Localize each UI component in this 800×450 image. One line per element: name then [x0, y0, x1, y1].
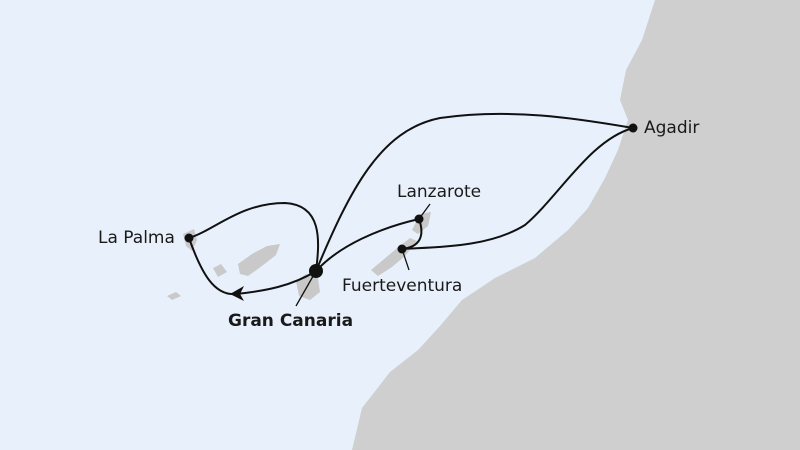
island-la-gomera [213, 264, 227, 277]
port-marker-la-palma [184, 233, 194, 243]
route-leg-gran-canaria-to-agadir [315, 112, 634, 272]
route-end-arrow-icon [230, 286, 244, 301]
port-marker-gran-canaria [309, 264, 323, 278]
route-leg-lanzarote-to-gran-canaria [315, 218, 420, 272]
label-lanzarote: Lanzarote [397, 182, 482, 202]
label-gran-canaria: Gran Canaria [228, 311, 354, 331]
port-marker-lanzarote [414, 214, 424, 224]
label-fuerteventura: Fuerteventura [342, 276, 463, 296]
port-marker-agadir [628, 123, 638, 133]
island-gran-canaria [296, 274, 320, 300]
african-mainland [352, 0, 800, 450]
route-leg-gran-canaria-to-la-palma [188, 201, 320, 272]
label-la-palma: La Palma [98, 228, 175, 248]
port-marker-fuerteventura [397, 244, 407, 254]
island-lanzarote [412, 212, 431, 234]
island-tenerife [238, 244, 280, 276]
route-leg-agadir-to-fuerteventura [401, 127, 634, 250]
label-agadir: Agadir [644, 118, 700, 138]
island-el-hierro [167, 292, 181, 300]
